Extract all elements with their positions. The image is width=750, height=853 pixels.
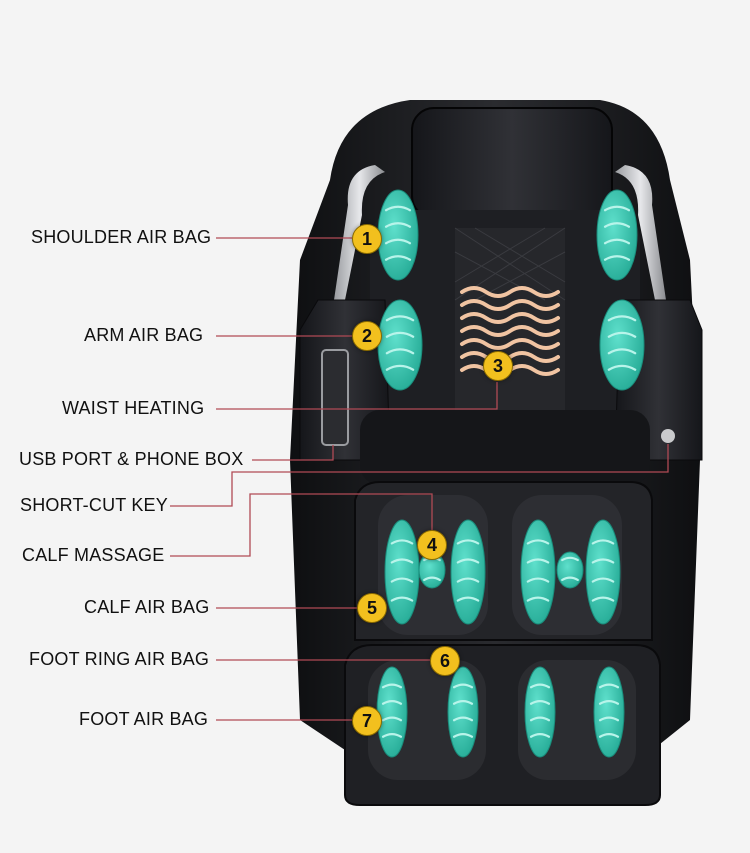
- airbag-icon: [521, 520, 555, 624]
- label-waist-heating: WAIST HEATING: [62, 398, 204, 419]
- airbag-icon: [594, 667, 624, 757]
- label-shoulder-air-bag: SHOULDER AIR BAG: [31, 227, 211, 248]
- airbag-icon: [586, 520, 620, 624]
- airbag-icon: [600, 300, 644, 390]
- seat: [360, 410, 650, 485]
- label-short-cut-key: SHORT-CUT KEY: [20, 495, 168, 516]
- airbag-icon: [557, 552, 583, 588]
- headrest: [412, 108, 612, 218]
- label-foot-ring-air-bag: FOOT RING AIR BAG: [29, 649, 209, 670]
- airbag-icon: [597, 190, 637, 280]
- usb-phone-box: [322, 350, 348, 445]
- badge-1: 1: [352, 224, 382, 254]
- badge-5: 5: [357, 593, 387, 623]
- badge-7: 7: [352, 706, 382, 736]
- airbag-icon: [378, 190, 418, 280]
- badge-4: 4: [417, 530, 447, 560]
- airbag-icon: [378, 300, 422, 390]
- label-usb-port-phone-box: USB PORT & PHONE BOX: [19, 449, 243, 470]
- label-calf-air-bag: CALF AIR BAG: [84, 597, 209, 618]
- badge-3: 3: [483, 351, 513, 381]
- airbag-icon: [385, 520, 419, 624]
- airbag-icon: [525, 667, 555, 757]
- airbag-icon: [451, 520, 485, 624]
- label-foot-air-bag: FOOT AIR BAG: [79, 709, 208, 730]
- badge-6: 6: [430, 646, 460, 676]
- airbag-icon: [448, 667, 478, 757]
- airbag-icon: [377, 667, 407, 757]
- label-arm-air-bag: ARM AIR BAG: [84, 325, 203, 346]
- shortcut-key: [661, 429, 675, 443]
- label-calf-massage: CALF MASSAGE: [22, 545, 164, 566]
- badge-2: 2: [352, 321, 382, 351]
